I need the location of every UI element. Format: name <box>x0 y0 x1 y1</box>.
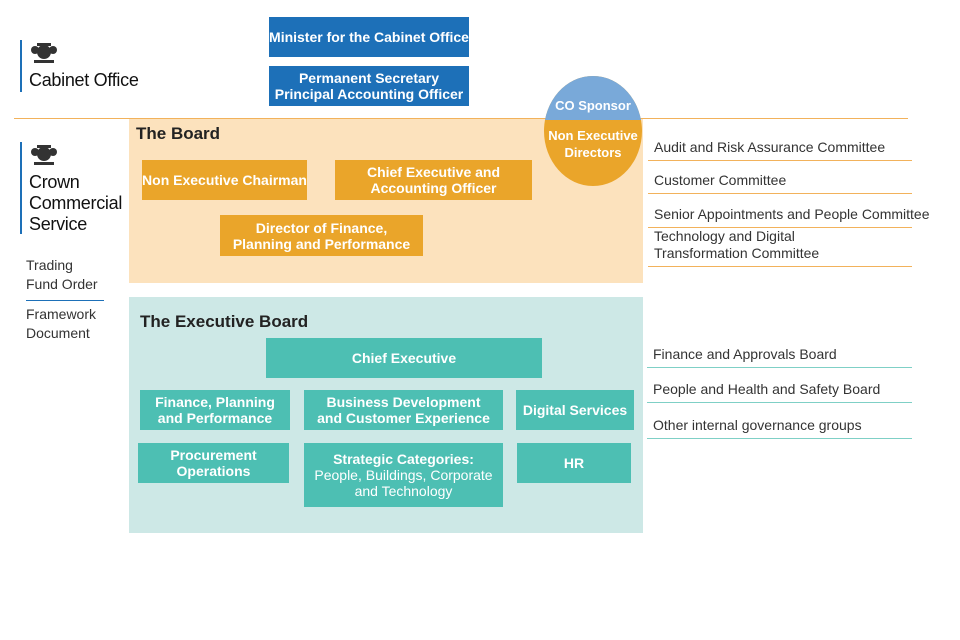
group-label: Other internal governance groups <box>653 417 862 433</box>
perm-sec-line: Permanent Secretary <box>298 70 440 86</box>
committee-customer: Customer Committee <box>648 162 912 194</box>
ceo-line: Accounting Officer <box>370 180 497 196</box>
chairman-label: Non Executive Chairman <box>142 172 307 188</box>
director-line: Director of Finance, <box>255 219 388 236</box>
business-development-box: Business Development and Customer Experi… <box>304 390 503 430</box>
group-other-governance: Other internal governance groups <box>647 411 912 439</box>
perm-sec-line: Principal Accounting Officer <box>274 86 464 102</box>
doc-line: Framework <box>26 306 97 322</box>
group-label: People and Health and Safety Board <box>653 381 881 397</box>
exec-board-title: The Executive Board <box>140 312 309 331</box>
trading-fund-order: Trading Fund Order <box>26 256 104 298</box>
cabinet-office-name: Cabinet Office <box>29 70 139 90</box>
separator-line <box>14 118 908 119</box>
strategic-line: and Technology <box>354 483 453 499</box>
strategic-line: People, Buildings, Corporate <box>314 467 493 483</box>
finance-line: Finance, Planning <box>155 394 275 410</box>
strategic-categories-box: Strategic Categories: People, Buildings,… <box>304 443 503 507</box>
group-finance-approvals: Finance and Approvals Board <box>647 340 912 368</box>
group-people-health-safety: People and Health and Safety Board <box>647 375 912 403</box>
director-finance-box: Director of Finance, Planning and Perfor… <box>220 215 423 256</box>
finance-planning-box: Finance, Planning and Performance <box>140 390 290 430</box>
committee-technology: Technology and Digital Transformation Co… <box>648 228 912 267</box>
ccs-name-line: Crown <box>29 172 80 192</box>
hr-label: HR <box>563 455 585 471</box>
chief-executive-ao-box: Chief Executive and Accounting Officer <box>335 160 532 200</box>
director-line: Planning and Performance <box>232 235 411 252</box>
permanent-secretary-box: Permanent Secretary Principal Accounting… <box>269 66 469 106</box>
doc-divider <box>26 300 104 301</box>
chief-label: Chief Executive <box>351 350 457 366</box>
crest-icon <box>31 43 57 63</box>
procurement-operations-box: Procurement Operations <box>138 443 289 483</box>
co-sponsor-cap <box>544 76 642 120</box>
chairman-box: Non Executive Chairman <box>142 160 307 200</box>
ned-line: Non Executive <box>548 128 638 143</box>
committee-label: Transformation Committee <box>654 245 820 261</box>
ned-line: Directors <box>564 145 622 160</box>
digital-label: Digital Services <box>522 402 628 418</box>
bizdev-line: Business Development <box>326 394 481 410</box>
group-label: Finance and Approvals Board <box>653 346 837 362</box>
crest-icon <box>31 145 57 165</box>
committee-label: Technology and Digital <box>654 228 795 244</box>
finance-line: and Performance <box>157 410 273 426</box>
bizdev-line: and Customer Experience <box>317 410 490 426</box>
committee-label: Audit and Risk Assurance Committee <box>654 139 886 155</box>
procurement-line: Procurement <box>170 447 257 463</box>
minister-label: Minister for the Cabinet Office <box>269 29 469 45</box>
ned-label: Non Executive Directors <box>544 127 642 161</box>
digital-services-box: Digital Services <box>516 390 634 430</box>
ccs-name-line: Service <box>29 214 87 234</box>
minister-box: Minister for the Cabinet Office <box>269 17 469 57</box>
cabinet-office-logo: Cabinet Office <box>20 40 150 92</box>
ccs-name: Crown Commercial Service <box>29 172 130 235</box>
committee-label: Senior Appointments and People Committee <box>654 206 930 222</box>
doc-line: Trading <box>26 257 73 273</box>
committee-audit: Audit and Risk Assurance Committee <box>648 130 912 161</box>
ccs-logo: Crown Commercial Service <box>20 142 130 234</box>
committee-senior-appointments: Senior Appointments and People Committee <box>648 195 930 228</box>
doc-line: Fund Order <box>26 276 98 292</box>
doc-line: Document <box>26 325 90 341</box>
exec-chief-executive-box: Chief Executive <box>266 338 542 378</box>
co-sponsor-label: CO Sponsor <box>555 98 631 113</box>
strategic-line: Strategic Categories: <box>333 451 474 467</box>
framework-document: Framework Document <box>26 305 104 347</box>
committee-label: Customer Committee <box>654 172 787 188</box>
sponsor-circle: CO Sponsor Non Executive Directors <box>544 76 642 186</box>
ceo-line: Chief Executive and <box>366 164 501 180</box>
board-title: The Board <box>136 124 221 143</box>
hr-box: HR <box>517 443 631 483</box>
ccs-name-line: Commercial <box>29 193 123 213</box>
procurement-line: Operations <box>176 463 251 479</box>
